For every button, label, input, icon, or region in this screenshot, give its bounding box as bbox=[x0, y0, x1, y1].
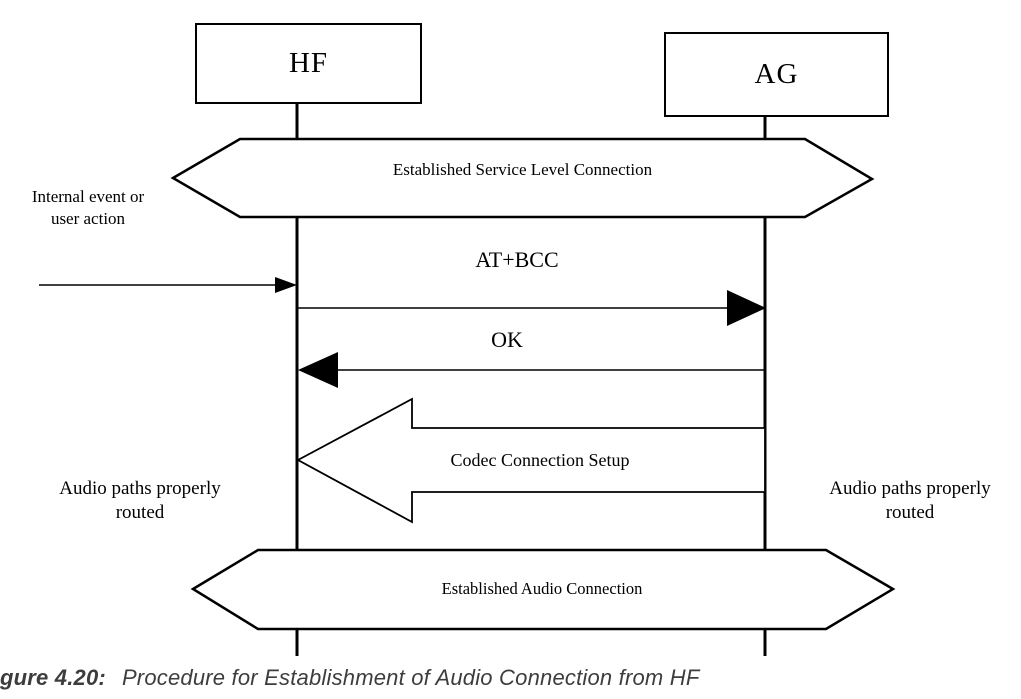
message-label-ok: OK bbox=[491, 327, 523, 352]
codec-connection-setup-block-arrow bbox=[296, 397, 766, 524]
ok-arrow bbox=[298, 352, 765, 388]
audio-paths-note-left: Audio paths properly routed bbox=[25, 477, 255, 525]
audio-connection-banner-shape bbox=[190, 548, 896, 631]
internal-event-note-line2: user action bbox=[50, 209, 126, 228]
message-label-codec-connection-setup: Codec Connection Setup bbox=[450, 450, 630, 470]
figure-caption-title: Procedure for Establishment of Audio Con… bbox=[121, 665, 700, 690]
arrowhead-left bbox=[298, 352, 338, 388]
at-bcc-arrow bbox=[297, 290, 766, 326]
actor-box-hf: HF bbox=[195, 23, 422, 104]
arrowhead-right bbox=[275, 277, 297, 293]
arrowhead-right bbox=[727, 290, 766, 326]
audio-paths-note-right-line2: routed bbox=[885, 502, 935, 523]
audio-paths-note-left-line1: Audio paths properly bbox=[59, 478, 221, 499]
internal-event-arrow bbox=[39, 277, 297, 293]
audio-paths-note-right-line1: Audio paths properly bbox=[829, 478, 991, 499]
internal-event-note-line1: Internal event or bbox=[31, 187, 145, 206]
figure-caption-number: gure 4.20: bbox=[0, 665, 106, 690]
service-level-connection-banner-label: Established Service Level Connection bbox=[392, 160, 653, 179]
actor-label-ag: AG bbox=[754, 58, 799, 90]
actor-label-hf: HF bbox=[288, 47, 329, 79]
audio-paths-note-left-line2: routed bbox=[115, 502, 165, 523]
audio-paths-note-right: Audio paths properly routed bbox=[795, 477, 1021, 525]
actor-box-ag: AG bbox=[664, 32, 889, 117]
audio-connection-banner-label: Established Audio Connection bbox=[441, 579, 643, 598]
internal-event-note: Internal event or user action bbox=[8, 186, 168, 230]
message-label-at-bcc: AT+BCC bbox=[475, 247, 559, 272]
figure-caption: gure 4.20: Procedure for Establishment of… bbox=[0, 665, 1021, 691]
service-level-connection-banner-shape bbox=[170, 137, 875, 219]
